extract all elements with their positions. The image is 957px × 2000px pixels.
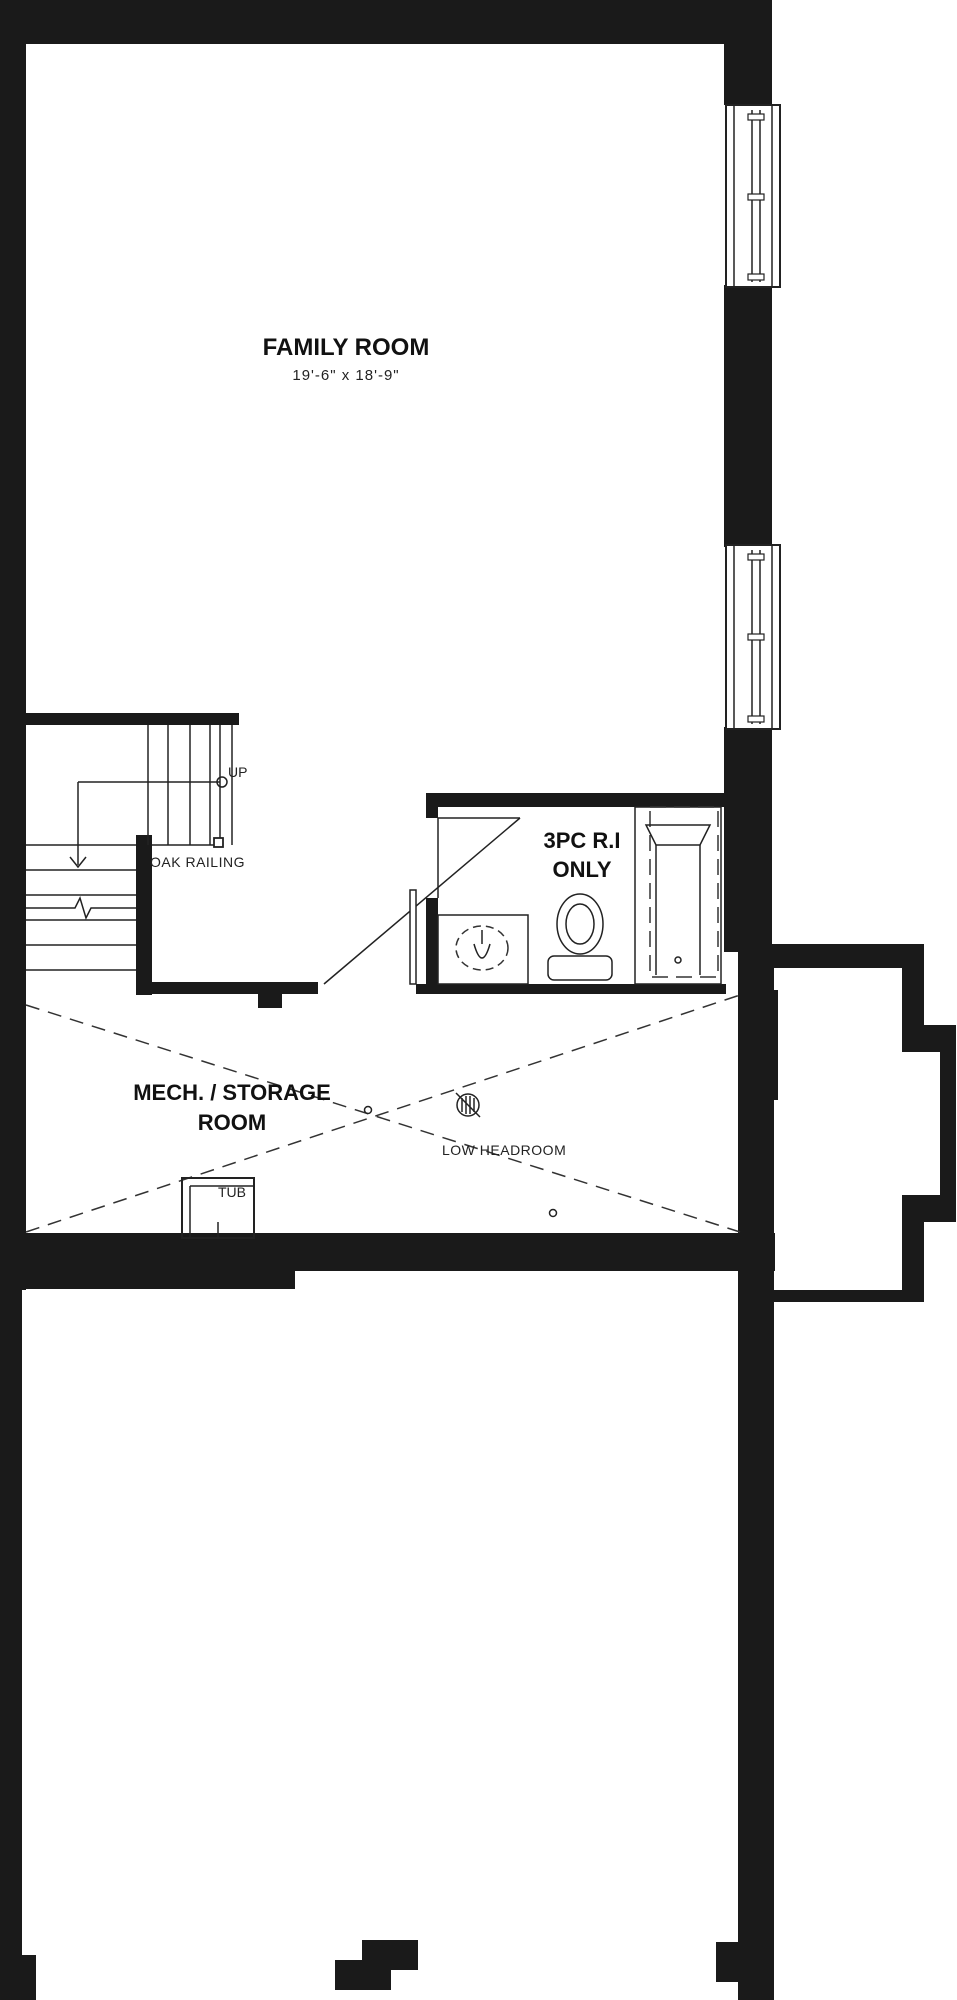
low-headroom-diagonal-2 [25,994,741,1233]
mech-storage-room: MECH. / STORAGE ROOM LOW HEADROOM TUB [25,994,741,1239]
sink-icon [437,914,529,985]
furnace-icon [455,1092,481,1118]
right-wall-below-windows [724,727,772,952]
mech-bottom-wall-step [0,1265,295,1289]
stair-bottom-wall-step [206,982,318,994]
window-upper [725,104,781,288]
stairs: UP OAK RAILING [26,713,318,1008]
bath-label-line1: 3PC R.I [543,828,620,853]
bay-bumpout [772,944,956,1302]
stair-bottom-wall [136,982,226,994]
mech-bottom-wall [0,1233,775,1271]
toilet-icon [547,893,613,981]
bath-left-wall-lower [426,898,438,994]
right-wall-between-windows [724,285,772,547]
bottom-left-foot [0,1955,36,2000]
stair-right-wall [136,835,152,995]
bay-interior [788,968,902,1278]
bathtub-icon [634,806,722,985]
bath-bottom-wall [416,984,726,994]
walls [0,0,778,2000]
stairs-up-label: UP [228,764,247,780]
left-wall-lower [0,1290,22,2000]
stair-post [258,990,282,1008]
bottom-right-foot [716,1942,774,1982]
floor-drain-icon [548,1208,558,1218]
left-wall-upper [0,0,26,1290]
bottom-step-lower [335,1960,391,1990]
bath-left-wall-upper [426,793,438,818]
top-wall [0,0,772,44]
low-headroom-label: LOW HEADROOM [442,1142,566,1158]
floor-drain-icon [363,1105,373,1115]
tub-label: TUB [218,1184,246,1200]
stair-top-wall [26,713,239,725]
bay-outline [772,944,956,1302]
right-wall-lower [738,1295,774,2000]
laundry-tub-icon [181,1177,255,1239]
mech-label-line2: ROOM [198,1110,266,1135]
low-headroom-diagonal-1 [25,1004,741,1233]
family-room-dimensions: 19'-6" x 18'-9" [292,367,399,384]
window-lower [725,544,781,730]
right-wall-upper [724,0,772,105]
bath-top-wall [426,793,726,807]
mech-inner-wall-right [740,990,778,1100]
oak-railing-label: OAK RAILING [150,854,245,870]
bathroom: 3PC R.I ONLY [323,793,726,994]
bath-label-line2: ONLY [552,857,611,882]
family-room-name: FAMILY ROOM [263,334,430,361]
mech-label-line1: MECH. / STORAGE [133,1080,331,1105]
